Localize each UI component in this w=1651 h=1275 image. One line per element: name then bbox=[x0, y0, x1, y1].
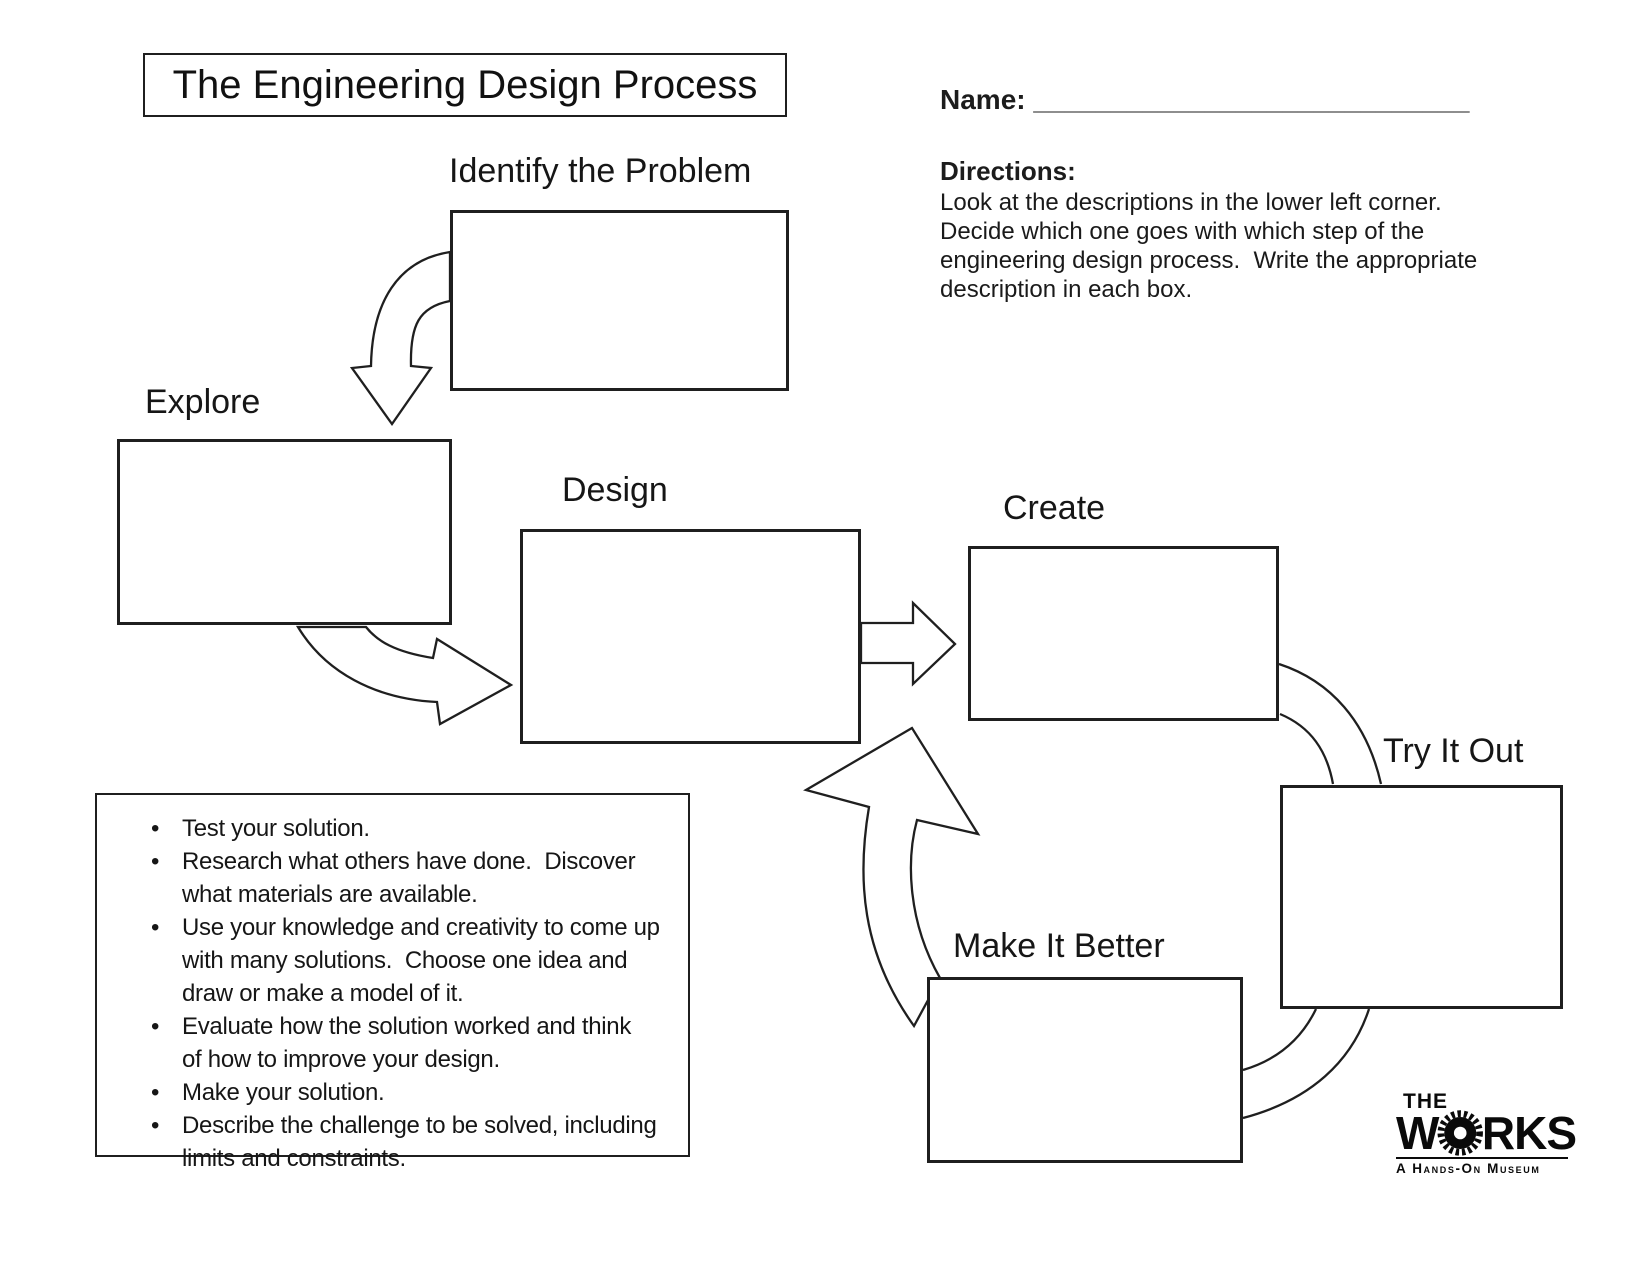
logo-tagline: A Hands-On Museum bbox=[1396, 1161, 1541, 1176]
arrow-design-to-create-icon bbox=[859, 600, 957, 687]
gear-icon bbox=[1437, 1110, 1484, 1156]
answer-box-try-it-out bbox=[1280, 785, 1563, 1009]
step-label-create: Create bbox=[1003, 489, 1106, 527]
step-label-design: Design bbox=[562, 471, 668, 509]
logo-divider bbox=[1396, 1157, 1568, 1159]
answer-box-explore bbox=[117, 439, 452, 625]
description-item: Research what others have done. Discover… bbox=[151, 845, 680, 911]
description-item: Evaluate how the solution worked and thi… bbox=[151, 1010, 680, 1076]
descriptions-list: Test your solution. Research what others… bbox=[97, 795, 688, 1175]
logo-the-text: THE bbox=[1403, 1090, 1448, 1113]
band-try-it-out-to-make-it-better-outer bbox=[1242, 1008, 1371, 1120]
description-item: Make your solution. bbox=[151, 1076, 680, 1109]
arrow-make-it-better-to-design-icon bbox=[803, 726, 981, 1029]
logo-rks-letters: RKS bbox=[1481, 1107, 1577, 1159]
name-blank-line: ____________________________ bbox=[1033, 84, 1470, 115]
directions-body: Look at the descriptions in the lower le… bbox=[940, 189, 1478, 303]
band-create-to-try-it-out-inner bbox=[1279, 712, 1335, 785]
description-item: Use your knowledge and creativity to com… bbox=[151, 911, 680, 1010]
step-label-identify-the-problem: Identify the Problem bbox=[449, 152, 752, 190]
answer-box-identify-the-problem bbox=[450, 210, 789, 391]
band-create-to-try-it-out-outer bbox=[1278, 662, 1383, 785]
logo-works-word: W RKS bbox=[1396, 1107, 1577, 1159]
name-line: Name: ____________________________ bbox=[940, 84, 1469, 116]
step-label-make-it-better: Make It Better bbox=[953, 927, 1165, 965]
answer-box-create bbox=[968, 546, 1279, 721]
description-item: Test your solution. bbox=[151, 812, 680, 845]
arrow-explore-to-design-icon bbox=[295, 625, 514, 726]
descriptions-box: Test your solution. Research what others… bbox=[95, 793, 690, 1172]
step-label-explore: Explore bbox=[145, 383, 261, 421]
arrow-identify-to-explore-icon bbox=[349, 250, 452, 426]
description-item: Describe the challenge to be solved, inc… bbox=[151, 1109, 680, 1175]
band-try-it-out-to-make-it-better-inner bbox=[1242, 1008, 1318, 1072]
page-title: The Engineering Design Process bbox=[143, 53, 787, 117]
name-label: Name: bbox=[940, 84, 1026, 115]
answer-box-design bbox=[520, 529, 861, 744]
directions-heading: Directions: bbox=[940, 156, 1076, 186]
answer-box-make-it-better bbox=[927, 977, 1243, 1163]
step-label-try-it-out: Try It Out bbox=[1383, 732, 1524, 770]
logo-w-letter: W bbox=[1396, 1107, 1439, 1159]
the-works-logo: THE W RKS A Hands-On Museum bbox=[1396, 1090, 1577, 1176]
